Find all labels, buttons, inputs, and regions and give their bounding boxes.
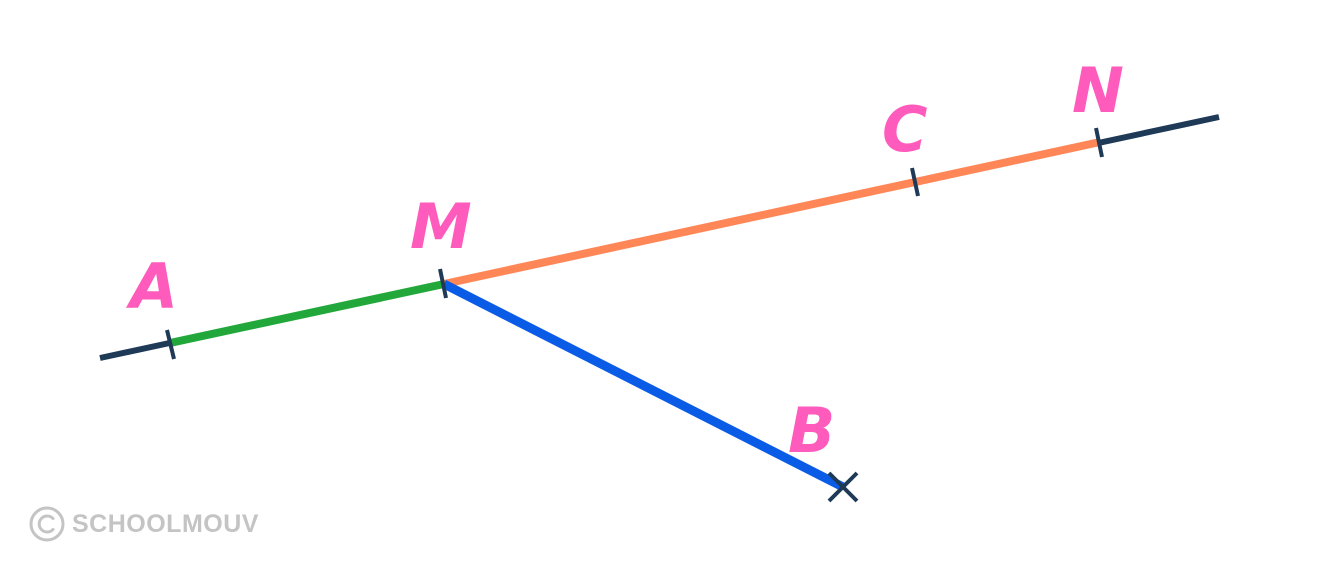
cross-b <box>827 471 859 503</box>
label-point-n: N <box>1072 54 1124 127</box>
tick-n <box>1094 127 1104 158</box>
tick-c <box>910 167 920 197</box>
segment-mb <box>441 279 846 492</box>
label-point-c: C <box>882 93 928 166</box>
tick-m <box>438 268 448 299</box>
copyright-icon <box>29 506 65 542</box>
label-point-a: A <box>125 250 178 323</box>
segment-am <box>169 280 445 347</box>
label-point-m: M <box>410 190 472 263</box>
watermark-text: SCHOOLMOUV <box>72 509 259 538</box>
label-point-b: B <box>788 394 835 467</box>
tick-a <box>165 329 176 360</box>
watermark: SCHOOLMOUV <box>28 504 259 544</box>
segment-mn <box>443 138 1101 288</box>
